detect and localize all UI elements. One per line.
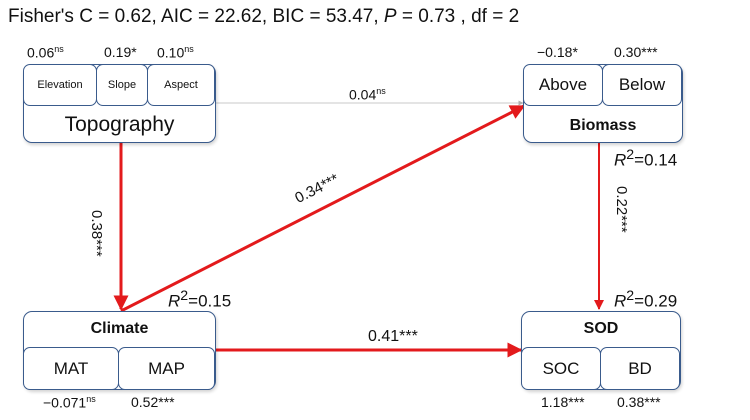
biomass-node: Above Below Biomass [523,64,683,143]
map-box: MAP [118,347,215,390]
sod-label: SOD [583,320,619,337]
biomass-label: Biomass [569,117,637,134]
soc-coef: 1.18*** [541,394,585,410]
soc-box: SOC [521,347,601,390]
slope-box: Slope [96,64,148,106]
below-box: Below [602,64,682,106]
bd-box: BD [600,347,680,390]
fit-suffix: = 0.73 , df = 2 [396,6,520,27]
path-climate-biomass [120,104,526,313]
below-coef: 0.30*** [614,44,658,60]
map-coef: 0.52*** [131,394,175,410]
path-topography-biomass-label: 0.04ns [349,86,386,103]
topography-node: Elevation Slope Aspect Topography [23,64,216,143]
path-topography-climate-label: 0.38*** [88,210,105,257]
path-biomass-sod-label: 0.22*** [613,186,630,233]
sod-r2: R2=0.29 [614,288,678,311]
fit-prefix: Fisher's C = 0.62, AIC = 22.62, BIC = 53… [8,6,384,27]
above-coef: −0.18* [537,44,578,60]
topography-label: Topography [64,113,175,136]
slope-coef: 0.19* [104,44,137,60]
model-fit-statistics: Fisher's C = 0.62, AIC = 22.62, BIC = 53… [8,6,519,28]
climate-node: Climate MAT MAP [23,311,216,390]
climate-r2: R2=0.15 [168,288,232,311]
mat-coef: −0.071ns [43,394,96,411]
aspect-coef: 0.10ns [157,44,194,61]
climate-label: Climate [90,320,149,337]
sod-node: SOD SOC BD [521,311,681,390]
bd-coef: 0.38*** [617,394,661,410]
elevation-coef: 0.06ns [27,44,64,61]
aspect-box: Aspect [147,64,215,106]
mat-box: MAT [23,347,119,390]
elevation-box: Elevation [23,64,97,106]
above-box: Above [523,64,603,106]
biomass-r2: R2=0.14 [614,147,678,170]
path-climate-sod-label: 0.41*** [368,328,418,345]
fit-p-label: P [383,6,397,27]
